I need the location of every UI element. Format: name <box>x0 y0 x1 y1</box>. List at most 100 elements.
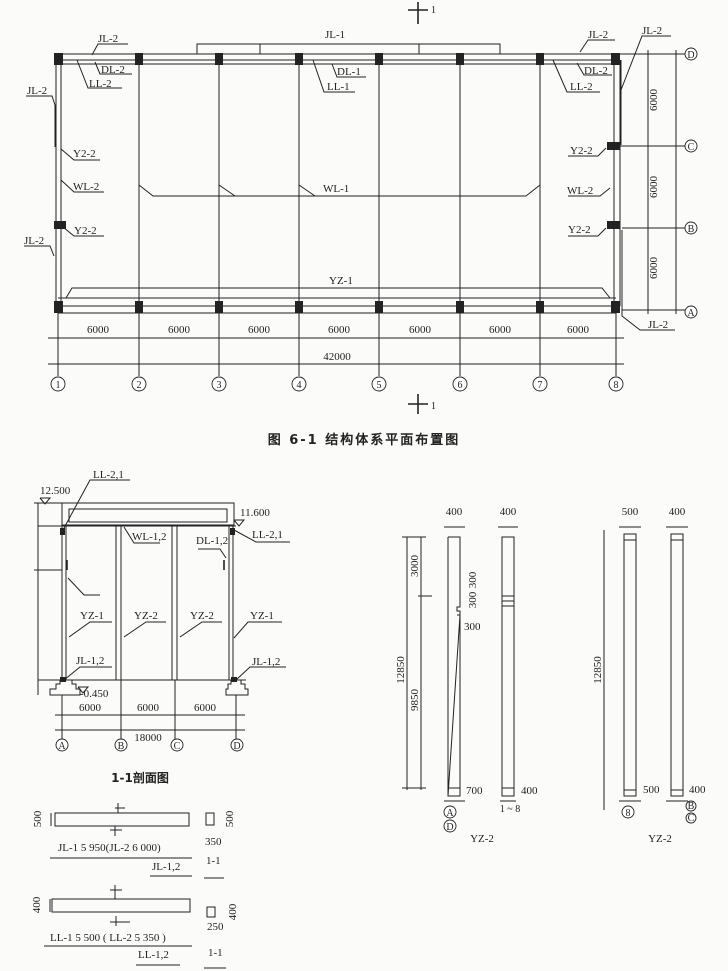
section-title: 1-1剖面图 <box>111 770 169 785</box>
drawing-label: D <box>446 822 453 833</box>
drawing-label: 500 <box>32 810 44 827</box>
drawing-label: 500 <box>224 810 236 827</box>
drawing-label: 400 <box>227 903 239 920</box>
drawing-label: 6000 <box>79 702 102 714</box>
drawing-label: 6000 <box>248 324 271 336</box>
drawing-label: 500 <box>622 506 639 518</box>
drawing-label: JL-2 <box>588 29 608 41</box>
drawing-label: 6000 <box>168 324 191 336</box>
drawing-label: 6000 <box>648 176 660 199</box>
elevation-ground: -0.450 <box>80 688 109 700</box>
drawing-label: 6000 <box>194 702 217 714</box>
drawing-label: 6000 <box>648 89 660 112</box>
drawing-label: 300 <box>467 571 479 588</box>
drawing-label: JL-2 <box>27 85 47 97</box>
drawing-label: 1-1 <box>206 855 221 867</box>
drawing-label: JL-1 5 950(JL-2 6 000) <box>58 842 161 854</box>
drawing-label: 4 <box>297 380 302 391</box>
drawing-label: 300 <box>464 621 481 633</box>
drawing-label: YZ-2 <box>134 610 158 622</box>
drawing-label: 400 <box>31 896 43 913</box>
drawing-label: WL-2 <box>73 181 99 193</box>
drawing-label: 6000 <box>567 324 590 336</box>
drawing-label: 18000 <box>134 732 162 744</box>
drawing-label: 3 <box>217 380 222 391</box>
drawing-label: 6 <box>458 380 463 391</box>
elevation-top: 12.500 <box>40 485 71 497</box>
drawing-label: DL-2 <box>101 64 125 76</box>
drawing-label: 12850 <box>395 656 407 684</box>
drawing-label: 1 <box>431 401 436 412</box>
plan-vertical-dimensions: 6000 6000 6000 D C B A <box>620 47 698 319</box>
drawing-label: JL-2 <box>98 33 118 45</box>
axis-B: B <box>688 224 695 235</box>
drawing-label: DL-2 <box>584 65 608 77</box>
drawing-label: 2 <box>137 380 142 391</box>
drawing-label: WL-1,2 <box>132 531 167 543</box>
drawing-label: 6000 <box>87 324 110 336</box>
drawing-label: LL-1 <box>327 81 350 93</box>
drawing-label: 8 <box>626 808 631 819</box>
drawing-label: WL-2 <box>567 185 593 197</box>
drawing-label: Y2-2 <box>570 145 593 157</box>
drawing-label: 6000 <box>648 257 660 280</box>
drawing-label: Y2-2 <box>568 224 591 236</box>
drawing-label: LL-2 <box>89 78 112 90</box>
drawing-label: 6000 <box>489 324 512 336</box>
drawing-label: LL-2 <box>570 81 593 93</box>
drawing-label: YZ-1 <box>80 610 104 622</box>
drawing-label: A <box>58 741 66 752</box>
drawing-label: LL-1,2 <box>138 949 169 961</box>
plan-column-lines <box>55 60 621 306</box>
drawing-label: JL-2 <box>648 319 668 331</box>
drawing-label: 7 <box>538 380 543 391</box>
drawing-label: C <box>174 741 181 752</box>
drawing-label: 6000 <box>409 324 432 336</box>
axis-D: D <box>687 50 694 61</box>
drawing-label: 6000 <box>328 324 351 336</box>
drawing-label: Y2-2 <box>73 148 96 160</box>
drawing-label: LL-1 5 500 ( LL-2 5 350 ) <box>50 932 166 944</box>
beam-jl: 500 JL-1 5 950(JL-2 6 000) JL-1,2 500 35… <box>32 803 236 879</box>
drawing-label: YZ-1 <box>250 610 274 622</box>
plan-column-blocks <box>54 53 620 313</box>
drawing-label: 400 <box>521 785 538 797</box>
drawing-label: 1 <box>56 380 61 391</box>
axis-A: A <box>687 308 695 319</box>
drawing-label: JL-1,2 <box>76 655 104 667</box>
plan-horizontal-dimensions: 6000 6000 6000 6000 6000 6000 6000 42000… <box>48 313 624 392</box>
drawing-label: 6000 <box>137 702 160 714</box>
drawing-label: 400 <box>446 506 463 518</box>
drawing-label: 400 <box>689 784 706 796</box>
drawing-label: 5 <box>377 380 382 391</box>
drawing-label: 400 <box>669 506 686 518</box>
drawing-label: YZ-2 <box>648 833 672 845</box>
drawing-label: B <box>688 801 695 812</box>
drawing-label: YZ-2 <box>190 610 214 622</box>
drawing-label: WL-1 <box>323 183 349 195</box>
plan-labels: JL-2 DL-2 LL-2 JL-2 Y2-2 WL-2 Y2-2 JL-2 … <box>24 25 675 331</box>
drawing-label: DL-1,2 <box>196 535 228 547</box>
drawing-label: YZ-2 <box>470 833 494 845</box>
section-cut-bottom: 1 <box>408 394 436 414</box>
drawing-label: JL-2 <box>642 25 662 37</box>
drawing-label: Y2-2 <box>74 225 97 237</box>
figure-caption: 图 6-1 结构体系平面布置图 <box>268 432 461 448</box>
drawing-label: 300 <box>467 591 479 608</box>
drawing-label: 9850 <box>409 689 421 712</box>
drawing-label: DL-1 <box>337 66 361 78</box>
drawing-label: 250 <box>207 921 224 933</box>
drawing-label: 12850 <box>592 656 604 684</box>
section-cut-top: 1 <box>408 2 436 24</box>
drawing-label: JL-1,2 <box>252 656 280 668</box>
drawing-label: 1-1 <box>208 947 223 959</box>
drawing-label: 11.600 <box>240 507 270 519</box>
drawing-label: JL-1 <box>325 29 345 41</box>
column-yz2-left: 12850 3000 9850 400 700 300 300 300 A D … <box>395 506 538 845</box>
drawing-label: 1 ~ 8 <box>500 804 520 815</box>
section-1-1: 12.500 -0.450 11.600 -0.450 LL-2,1 WL-1,… <box>34 469 290 785</box>
drawing-label: 500 <box>643 784 660 796</box>
drawing-label: LL-2,1 <box>93 469 124 481</box>
